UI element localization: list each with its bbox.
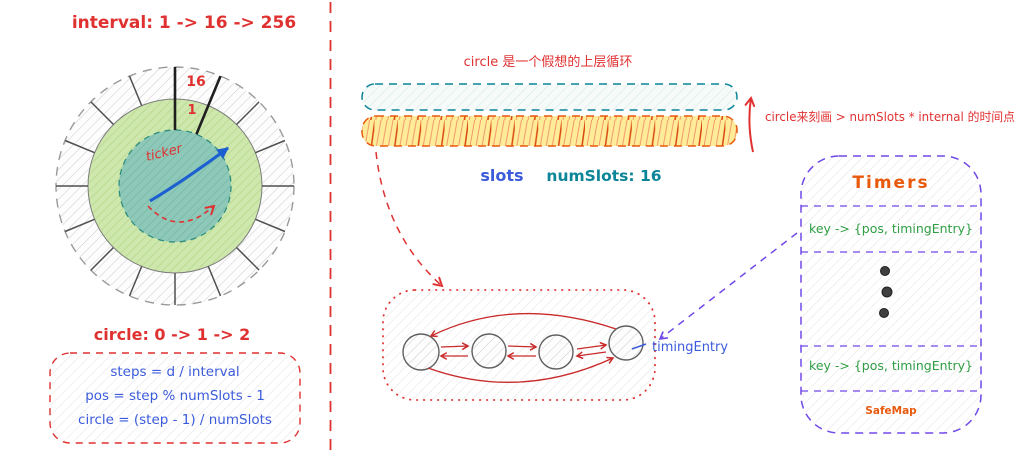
list-wrap-arrow-bottom [427,356,615,383]
rotation-arc-arrow [147,204,216,223]
interval-title: interval: 1 -> 16 -> 256 [72,13,296,33]
timers-entry-1: key -> {pos, timingEntry} [809,221,973,236]
left-panel: interval: 1 -> 16 -> 256 [49,13,301,444]
linked-list-border [382,289,656,401]
linked-list [382,289,656,401]
formula-pos: pos = step % numSlots - 1 [85,388,265,404]
timing-entry-label: timingEntry [652,340,728,355]
timers-footer: SafeMap [865,405,917,417]
wheel-current-slot-bounds [173,67,222,135]
formula-box: steps = d / interval pos = step % numSlo… [49,352,301,444]
circle-arrow-note: circle来刻画 > numSlots * internal 的时间点 [765,109,1015,124]
slots-label: slots [480,166,523,185]
slots-array-bar [361,115,738,147]
slots-to-list-arrow [375,151,444,288]
timers-box: Timers key -> {pos, timingEntry} key -> … [800,155,982,434]
timers-entry-2: key -> {pos, timingEntry} [809,358,973,373]
wheel-spokes [56,67,294,305]
formula-box-border [49,352,301,444]
list-link-arrows [427,312,617,383]
numslots-label: numSlots: 16 [546,167,661,185]
timing-entry-tick [631,343,647,350]
timing-wheel: 16 1 ticker [55,66,295,306]
timers-to-entry-arrow [658,232,798,341]
right-panel: circle 是一个假想的上层循环 circle来刻画 > numSlots *… [361,54,1015,434]
list-node-4 [608,325,644,361]
circle-top-note: circle 是一个假想的上层循环 [464,54,633,70]
upper-circle-bar [361,83,738,111]
timing-entry-callout: timingEntry [631,340,728,355]
circle-up-arrow [744,96,756,153]
ticker-hand-arrow [149,146,229,203]
wheel-outer-slot-label: 16 [186,74,205,90]
wheel-inner-slot-label: 1 [187,103,196,118]
list-node-1 [402,333,440,371]
timers-ellipsis-dots [879,266,893,318]
list-node-3 [538,334,574,370]
formula-steps: steps = d / interval [110,364,239,380]
timers-title: Timers [852,173,929,193]
list-node-2 [471,333,507,369]
formula-circle: circle = (step - 1) / numSlots [78,412,272,428]
list-wrap-arrow-top [429,312,617,338]
slots-bars [361,83,738,147]
timers-separators [801,205,981,392]
circle-caption: circle: 0 -> 1 -> 2 [94,325,250,344]
